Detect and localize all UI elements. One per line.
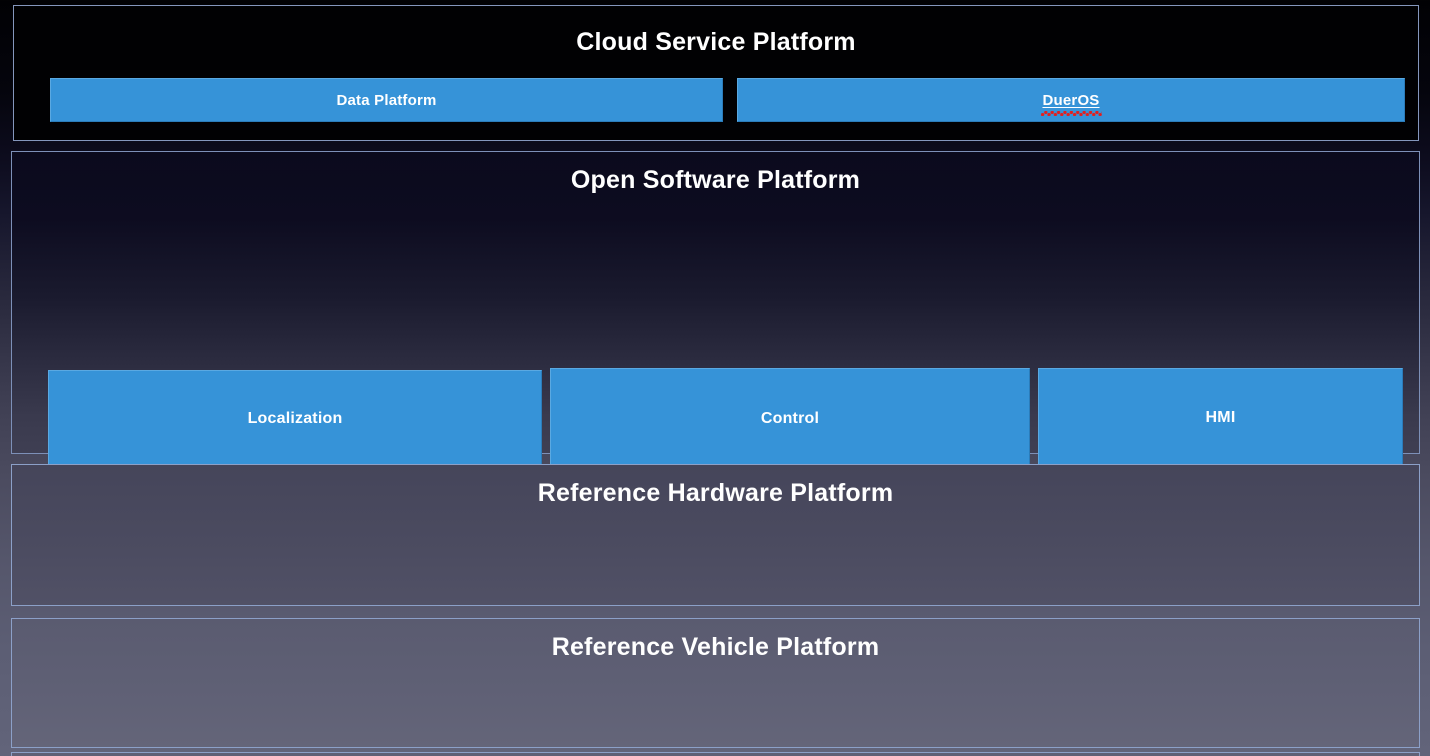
block-label-data-platform: Data Platform <box>336 91 437 109</box>
layer-title-reference-hardware-platform: Reference Hardware Platform <box>537 479 894 507</box>
layer-panel-cloud-service-platform: Cloud Service Platform Data Platform Due… <box>13 5 1419 141</box>
layer-title-open-software-platform: Open Software Platform <box>570 166 861 194</box>
layer-title-reference-vehicle-platform: Reference Vehicle Platform <box>551 633 880 661</box>
block-label-control: Control <box>760 410 820 427</box>
block-hmi[interactable]: HMI <box>1038 368 1403 468</box>
block-dueros[interactable]: DuerOS <box>737 78 1405 122</box>
block-label-hmi: HMI <box>1205 409 1236 426</box>
block-control[interactable]: Control <box>550 368 1030 470</box>
layer-panel-partial-below-fold <box>11 752 1420 756</box>
layer-panel-reference-hardware-platform: Reference Hardware Platform Computing Un… <box>11 464 1420 606</box>
block-data-platform[interactable]: Data Platform <box>50 78 723 122</box>
block-label-localization: Localization <box>247 409 343 427</box>
block-label-dueros: DuerOS <box>1041 91 1102 116</box>
layer-panel-reference-vehicle-platform: Reference Vehicle Platform Drive-by-wire… <box>11 618 1420 748</box>
layer-panel-open-software-platform: Open Software Platform Localization Cont… <box>11 151 1420 587</box>
layer-title-cloud-service-platform: Cloud Service Platform <box>576 28 856 56</box>
block-localization[interactable]: Localization <box>48 370 542 467</box>
